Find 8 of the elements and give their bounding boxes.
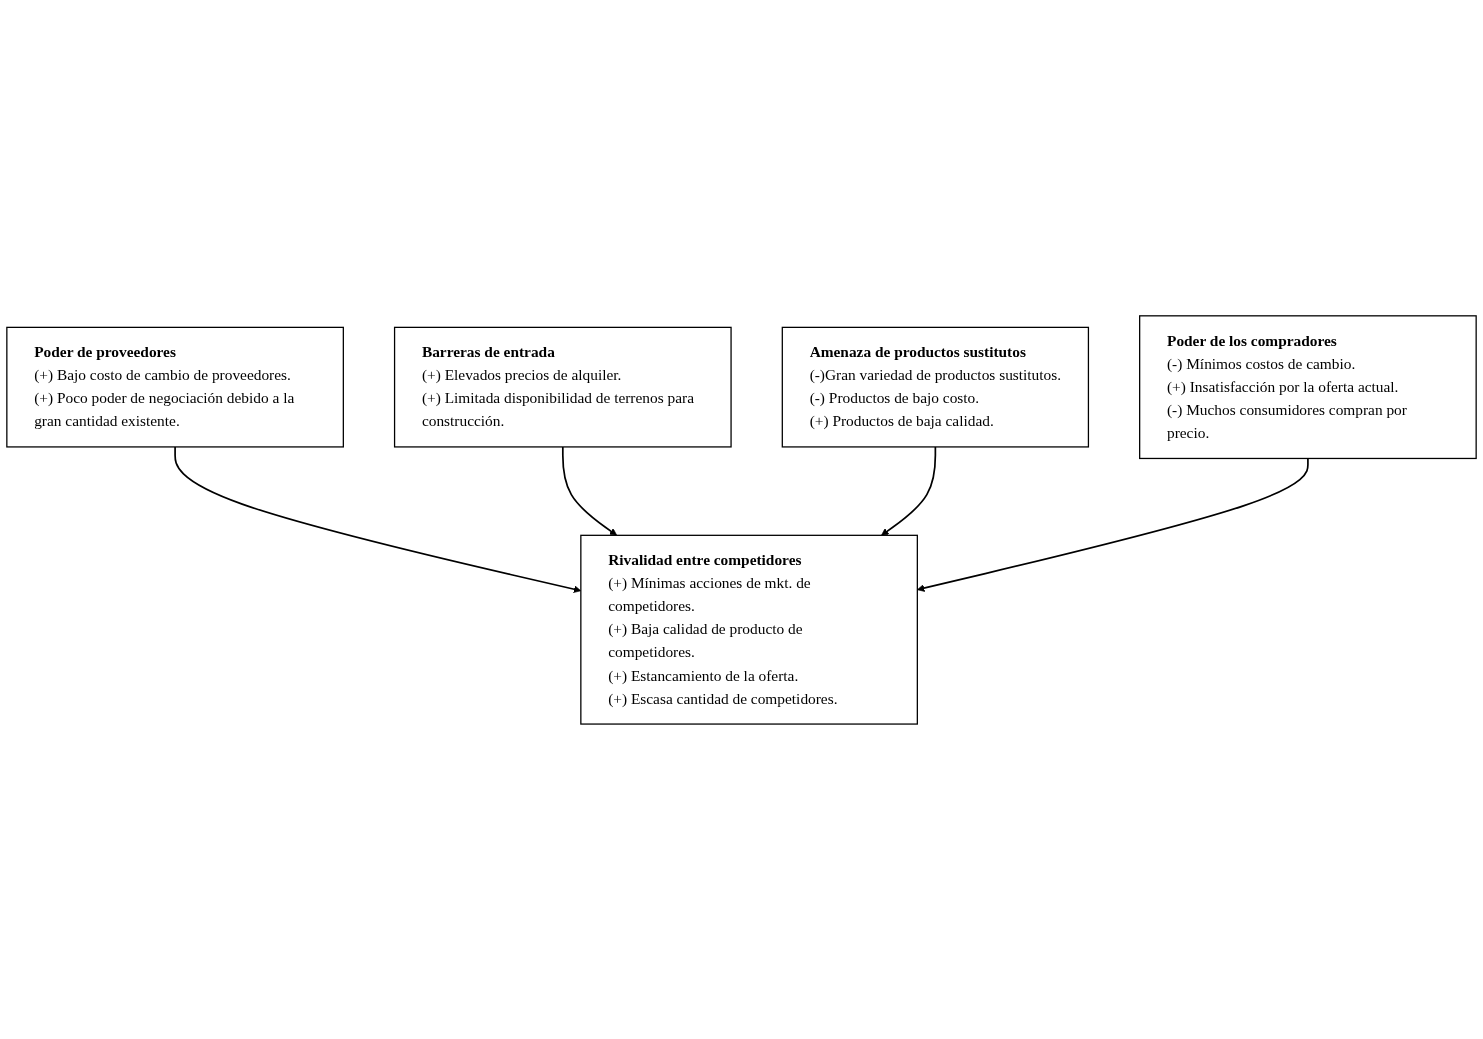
node-box: Rivalidad entre competidores (+) Mínimas acciones de mkt. de competidores. (+) Baja calidad de producto de competidores. (+) Estancamiento de la oferta. (+) Escasa cantidad de competidores. <box>580 534 918 725</box>
node-box: Amenaza de productos sustitutos (-)Gran variedad de productos sustitutos. (-) Productos de bajo costo. (+) Productos de baja calidad. <box>781 326 1090 448</box>
node-box: Poder de proveedores (+) Bajo costo de cambio de proveedores. (+) Poco poder de negociación debido a la gran cantidad existente. <box>6 326 344 448</box>
node-box: Barreras de entrada (+) Elevados precios de alquiler. (+) Limitada disponibilidad de terrenos para construcción. <box>393 326 732 448</box>
arrow <box>917 457 1309 592</box>
node-box: Poder de los compradores (-) Mínimos costos de cambio. (+) Insatisfacción por la oferta actual. (-) Muchos consumidores compran por precio. <box>1139 314 1477 459</box>
arrow <box>561 445 618 536</box>
arrow <box>881 445 937 536</box>
